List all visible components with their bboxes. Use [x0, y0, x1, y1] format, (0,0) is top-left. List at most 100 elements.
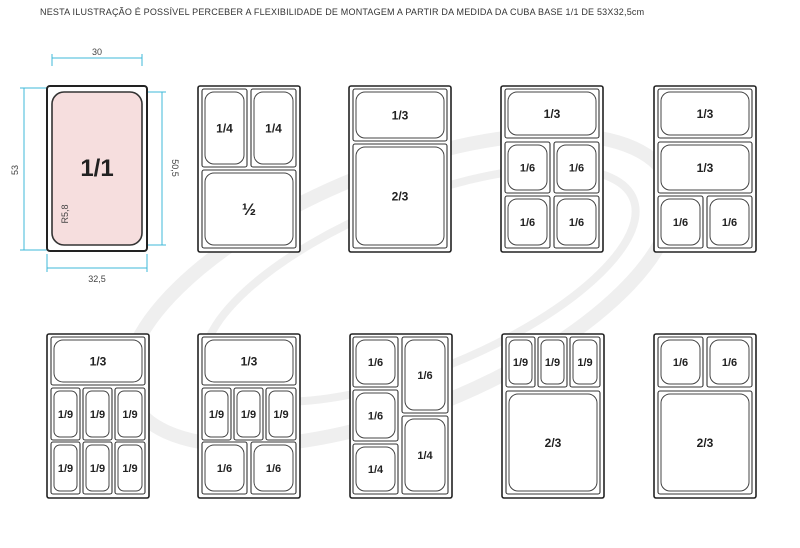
pan-cell-label: 1/9: [577, 357, 592, 369]
pan-cell: 1/4: [352, 443, 399, 495]
pan-cell: 1/9: [114, 441, 146, 495]
configuration-8: 1/9 1/9 1/9 2/3: [501, 333, 605, 499]
pan-frame: [46, 333, 150, 499]
pan-cell-label: 1/9: [122, 463, 137, 475]
pan-cell: 1/6: [553, 195, 600, 249]
configuration-2: 1/3 2/3: [348, 85, 452, 253]
pan-cell-label: 1/6: [217, 463, 232, 475]
pan-cell-label: 1/6: [368, 357, 383, 369]
pan-cell-label: 1/9: [209, 409, 224, 421]
pan-cell-label: 1/4: [265, 121, 282, 135]
pan-cell: 1/9: [50, 441, 81, 495]
pan-cell-label: 1/3: [90, 354, 107, 368]
pan-cell: 1/4: [201, 88, 248, 168]
pan-cell: 1/6: [352, 336, 399, 388]
pan-frame: [197, 333, 301, 499]
pan-cell-label: 1/9: [122, 409, 137, 421]
pan-cell: 1/3: [657, 88, 753, 139]
pan-cell: 1/3: [352, 88, 448, 142]
dim-left: 53: [10, 165, 20, 175]
pan-cell-label: 1/6: [520, 217, 535, 229]
pan-cell-label: 1/3: [697, 107, 714, 121]
pan-cell-label: 1/9: [58, 463, 73, 475]
pan-cell: 1/6: [504, 141, 551, 194]
pan-cell-label: 2/3: [392, 189, 409, 203]
pan-cell: 1/6: [706, 336, 753, 388]
pan-frame: [348, 85, 452, 253]
pan-cell: 1/4: [250, 88, 297, 168]
pan-cell: 1/6: [250, 441, 297, 495]
pan-cell-label: 1/3: [544, 107, 561, 121]
radius-label: R5,8: [60, 204, 70, 223]
pan-cell: 1/4: [401, 415, 449, 495]
dim-right: 50,5: [170, 159, 180, 177]
pan-cell: 2/3: [657, 390, 753, 495]
pan-cell: 1/9: [265, 387, 297, 441]
pan-cell: 1/6: [504, 195, 551, 249]
configuration-7: 1/6 1/6 1/6 1/4 1/4: [349, 333, 453, 499]
pan-cell-label: 1/3: [392, 108, 409, 122]
pan-cell: 1/3: [657, 141, 753, 194]
pan-cell-label: 1/9: [545, 357, 560, 369]
pan-cell: 1/6: [657, 336, 704, 388]
pan-cell: 1/9: [50, 387, 81, 441]
pan-cell-label: 1/6: [569, 217, 584, 229]
base-pan-label: 1/1: [80, 155, 113, 182]
pan-frame: [500, 85, 604, 253]
dim-top: 30: [92, 47, 102, 57]
pan-cell: 2/3: [505, 390, 601, 495]
pan-cell-label: 1/6: [673, 357, 688, 369]
pan-cell: 1/9: [537, 336, 568, 388]
pan-cell-label: 1/6: [520, 162, 535, 174]
configuration-9: 1/6 1/6 2/3: [653, 333, 757, 499]
pan-cell: 1/9: [82, 441, 113, 495]
pan-cell-label: 1/6: [722, 217, 737, 229]
pan-cell: 1/6: [657, 195, 704, 249]
base-pan-inner: [51, 91, 143, 246]
pan-cell: 1/3: [201, 336, 297, 386]
pan-cell: ½: [201, 169, 297, 249]
pan-cell-label: 1/9: [241, 409, 256, 421]
caption: NESTA ILUSTRAÇÃO É POSSÍVEL PERCEBER A F…: [40, 7, 645, 17]
pan-cell: 1/3: [50, 336, 146, 386]
pan-frame: [197, 85, 301, 253]
pan-cell-label: 1/6: [673, 217, 688, 229]
pan-cell-label: 1/6: [569, 162, 584, 174]
pan-frame: [653, 333, 757, 499]
pan-cell-label: 1/6: [368, 410, 383, 422]
configuration-6: 1/3 1/9 1/9 1/9 1/6 1/6: [197, 333, 301, 499]
configuration-5: 1/3 1/9 1/9 1/9 1/9 1/9 1/9: [46, 333, 150, 499]
pan-cell: 1/9: [82, 387, 113, 441]
pan-cell-label: 2/3: [545, 436, 562, 450]
pan-cell-label: 1/9: [90, 409, 105, 421]
pan-cell-label: 1/9: [273, 409, 288, 421]
pan-cell: 1/6: [553, 141, 600, 194]
pan-cell-label: 1/6: [417, 370, 432, 382]
pan-cell-label: 1/4: [216, 121, 233, 135]
pan-cell-label: 1/3: [697, 161, 714, 175]
pan-cell: 2/3: [352, 143, 448, 249]
dim-bottom: 32,5: [88, 274, 106, 284]
pan-cell: 1/6: [201, 441, 248, 495]
pan-cell: 1/9: [505, 336, 536, 388]
pan-cell-label: 1/9: [58, 409, 73, 421]
pan-cell: 1/6: [401, 336, 449, 414]
pan-cell-label: ½: [242, 200, 256, 219]
pan-cell-label: 1/3: [241, 354, 258, 368]
pan-cell: 1/9: [233, 387, 264, 441]
pan-cell-label: 1/6: [722, 357, 737, 369]
configuration-1: 1/4 1/4 ½: [197, 85, 301, 253]
pan-cell-label: 1/9: [513, 357, 528, 369]
pan-frame: [653, 85, 757, 253]
base-pan-1-1: 1/1 30 53 50,5 32,5 R5,8: [10, 47, 180, 284]
pan-cell: 1/6: [706, 195, 753, 249]
pan-cell-label: 1/4: [417, 450, 433, 462]
pan-cell-label: 1/6: [266, 463, 281, 475]
pan-cell: 1/9: [201, 387, 232, 441]
pan-cell: 1/9: [114, 387, 146, 441]
pan-cell: 1/6: [352, 389, 399, 442]
configuration-3: 1/3 1/6 1/6 1/6 1/6: [500, 85, 604, 253]
pan-frame: [349, 333, 453, 499]
